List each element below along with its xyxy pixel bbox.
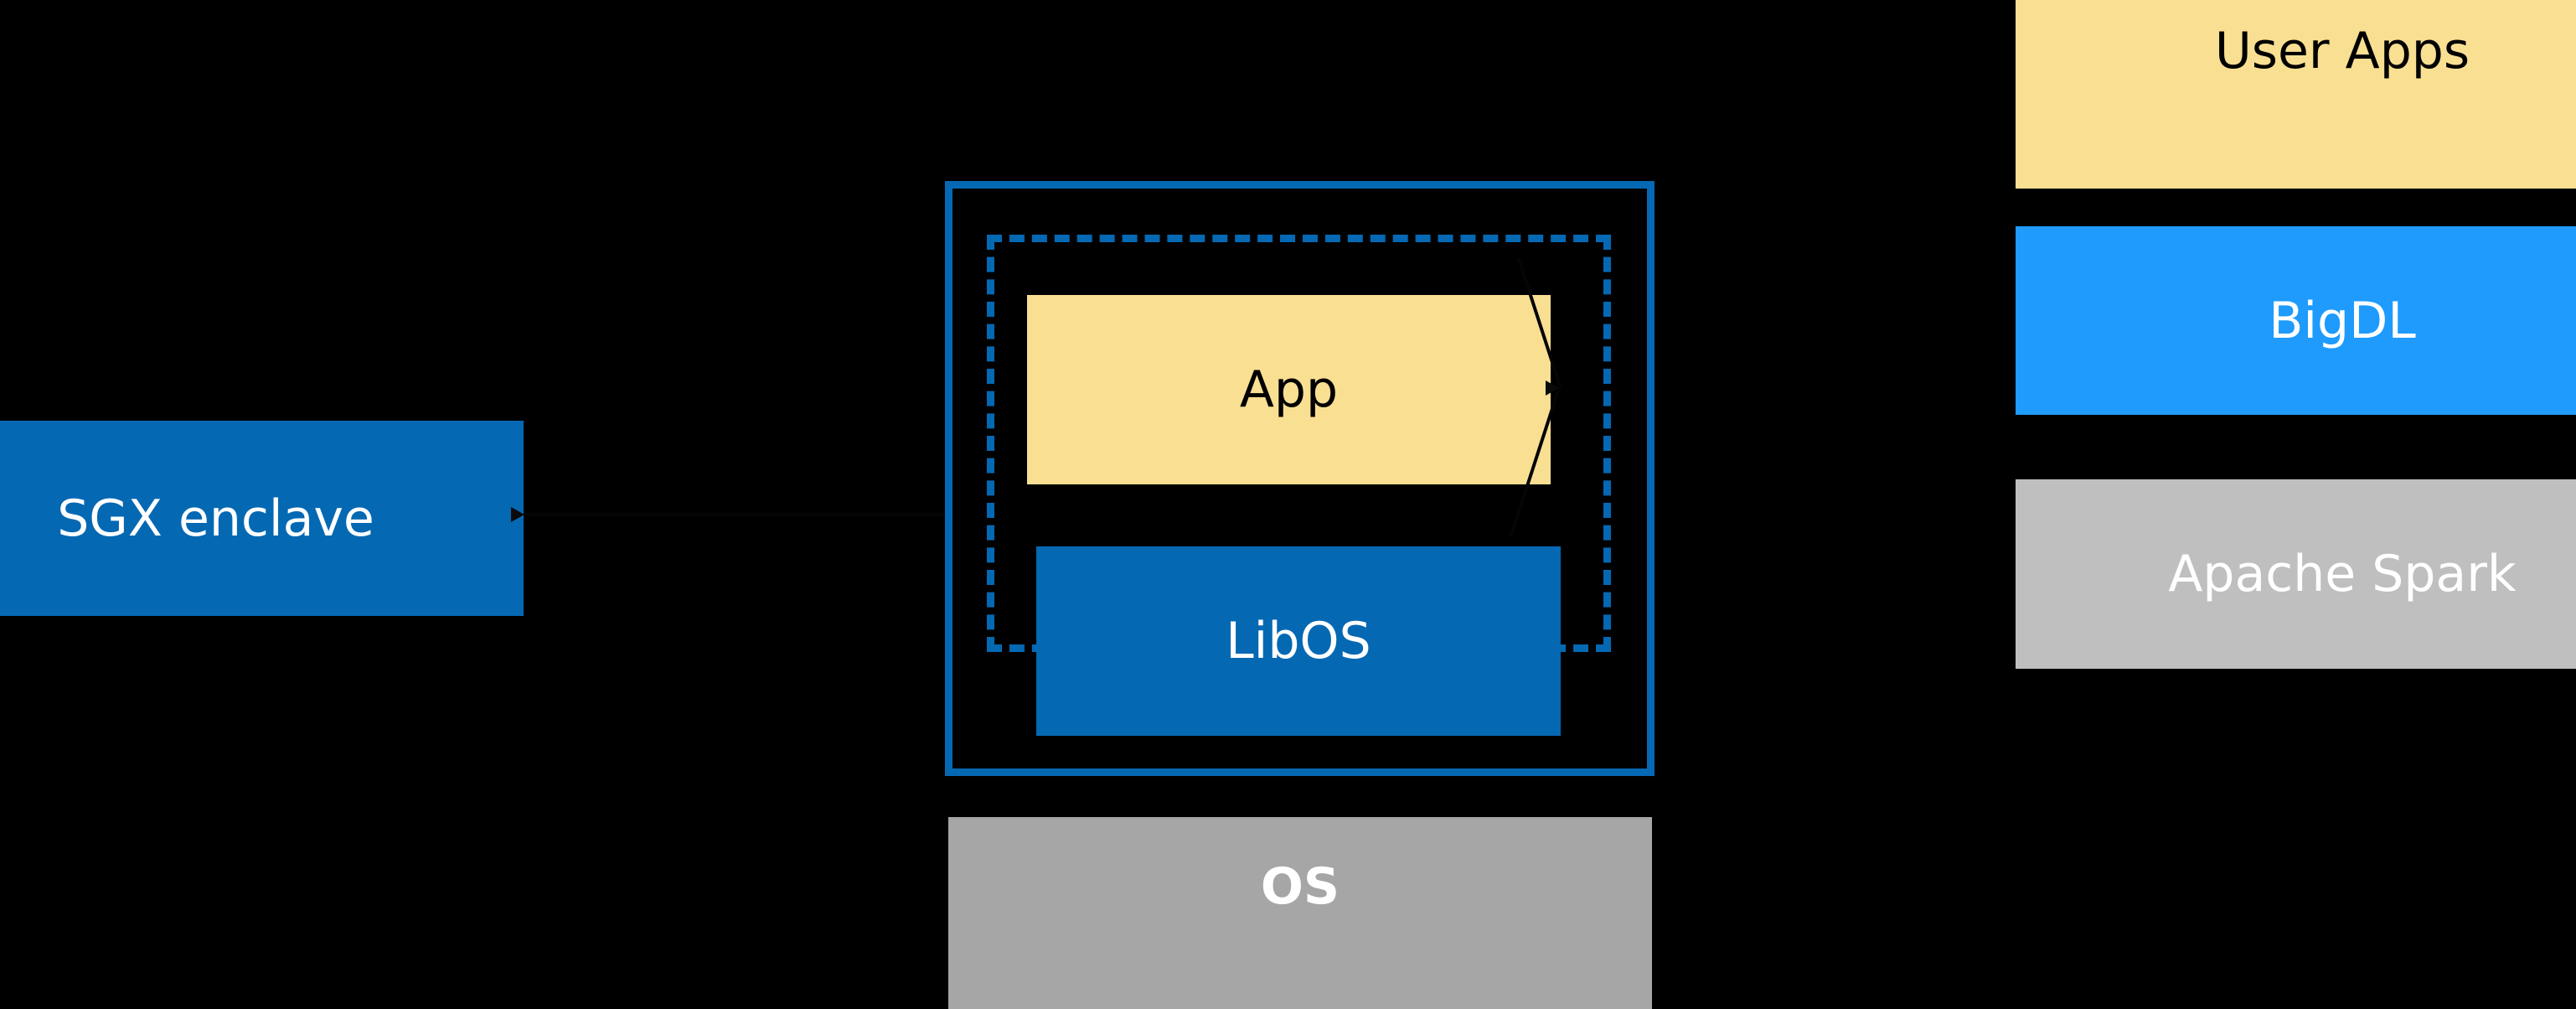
connector-sgx-to-app [524,513,947,516]
arrowhead-to-sgx-enclave-icon [511,507,524,522]
app-label: App [1239,360,1339,419]
bigdl-box: BigDL [2016,226,2576,415]
sgx-enclave-label: SGX enclave [57,489,374,548]
user-apps-box: User Apps [2016,0,2576,189]
os-box: OS [948,817,1652,1009]
libos-label: LibOS [1226,612,1371,670]
bigdl-label: BigDL [2269,291,2416,350]
apache-spark-box: Apache Spark [2016,479,2576,669]
enclave-container-boundary [945,181,1655,776]
app-box: App [1027,295,1551,484]
libos-box: LibOS [1036,546,1561,736]
os-label: OS [1260,857,1340,916]
user-apps-label: User Apps [2214,22,2470,80]
apache-spark-label: Apache Spark [2168,545,2517,603]
sgx-enclave-box: SGX enclave [0,421,524,616]
arrowhead-to-app-icon [1546,380,1559,396]
